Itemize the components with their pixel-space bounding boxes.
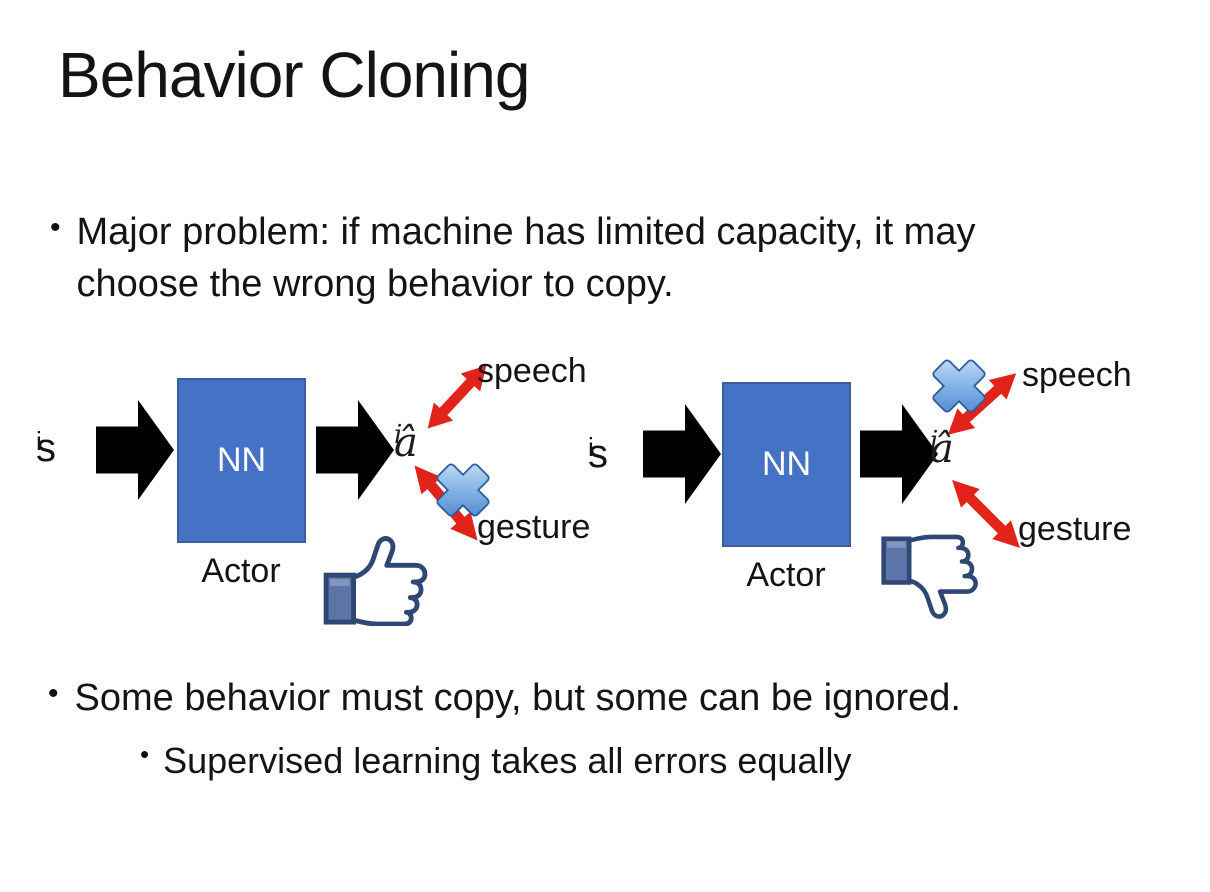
output-action-subscript: i [394,420,403,450]
thumbs-down-icon [880,532,982,622]
input-arrow-icon [643,404,721,504]
bullet-major-problem-text: Major problem: if machine has limited ca… [76,211,976,306]
cross-icon-left [433,460,493,520]
speech-label-left: speech [477,352,587,390]
gesture-label-left: gesture [477,508,591,546]
output-action-letter: â [930,426,954,472]
bullet-marker: • [48,677,59,710]
page-title: Behavior Cloning [58,39,530,111]
input-state-subscript: i [36,426,42,456]
bullet-some-behavior: • Some behavior must copy, but some can … [48,672,1168,724]
input-state-letter: s [36,426,56,470]
bullet-supervised: • Supervised learning takes all errors e… [140,736,851,786]
output-action-letter: â [394,420,418,466]
bullet-marker: • [50,211,61,244]
thumbs-up-icon [322,536,432,627]
speech-double-arrow-icon [417,355,498,438]
speech-double-arrow-icon [938,362,1026,446]
nn-label: NN [216,441,267,479]
bullet-some-behavior-text: Some behavior must copy, but some can be… [74,677,961,719]
gesture-double-arrow-icon [941,469,1030,558]
input-state-subscript: i [588,432,594,462]
speech-label-right: speech [1022,356,1132,394]
bullet-supervised-text: Supervised learning takes all errors equ… [163,740,852,781]
bullet-marker: • [140,739,150,769]
nn-box-right: NN [722,382,851,547]
nn-box-left: NN [177,378,306,543]
input-arrow-icon [96,400,174,500]
actor-label-left: Actor [201,552,281,590]
output-action-subscript: i [930,426,939,456]
bullet-major-problem: • Major problem: if machine has limited … [50,206,1080,311]
input-state-letter: s [588,432,608,476]
output-arrow-icon [860,404,938,504]
gesture-label-right: gesture [1018,510,1132,548]
actor-label-right: Actor [746,556,826,594]
cross-icon-right [929,356,989,416]
nn-label: NN [761,445,812,483]
output-arrow-icon [316,400,394,500]
